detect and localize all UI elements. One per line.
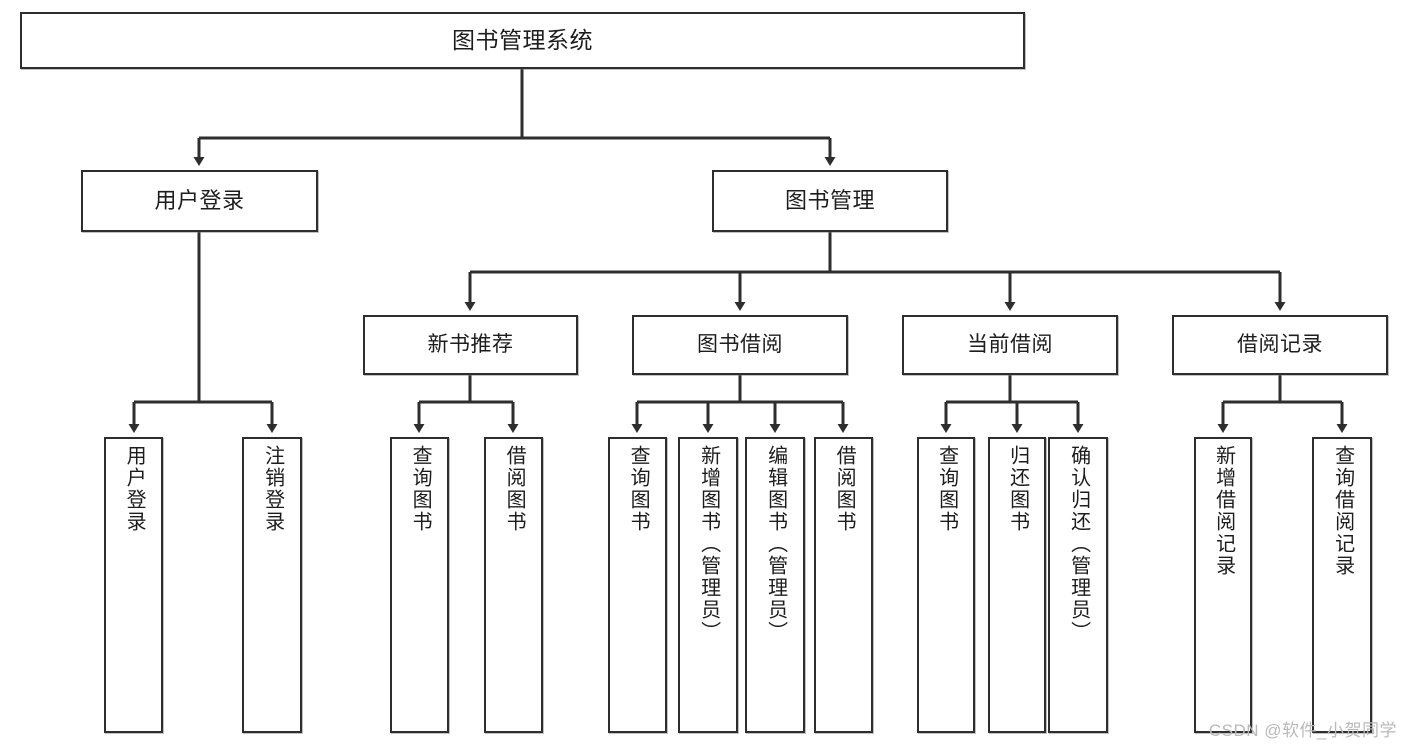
node-leaf-query-record[interactable]: 查询借阅记录: [1312, 437, 1372, 733]
node-book-manage[interactable]: 图书管理: [712, 170, 948, 232]
node-leaf-user-login[interactable]: 用户登录: [104, 437, 163, 733]
node-new-book-recommend[interactable]: 新书推荐: [363, 315, 578, 375]
node-root[interactable]: 图书管理系统: [20, 12, 1025, 69]
node-leaf-logout-label: 注销登录: [261, 445, 284, 533]
node-leaf-borrow-book-2-label: 借阅图书: [833, 445, 856, 533]
node-borrow-record[interactable]: 借阅记录: [1172, 315, 1388, 375]
node-leaf-return-book[interactable]: 归还图书: [988, 437, 1046, 733]
node-borrow-record-label: 借阅记录: [1237, 332, 1323, 356]
node-leaf-borrow-book-1[interactable]: 借阅图书: [484, 437, 543, 733]
node-leaf-query-book-1[interactable]: 查询图书: [390, 437, 449, 733]
node-leaf-user-login-label: 用户登录: [123, 445, 146, 533]
node-leaf-edit-book-label: 编辑图书（管理员）: [764, 445, 787, 643]
node-new-book-recommend-label: 新书推荐: [427, 332, 514, 356]
node-leaf-borrow-book-2[interactable]: 借阅图书: [814, 437, 873, 733]
node-leaf-logout[interactable]: 注销登录: [242, 437, 302, 733]
node-user-login[interactable]: 用户登录: [81, 170, 318, 232]
node-book-borrow[interactable]: 图书借阅: [632, 315, 848, 375]
watermark: CSDN @软件_小贺同学: [1208, 721, 1397, 740]
node-leaf-confirm-return-label: 确认归还（管理员）: [1067, 445, 1090, 643]
node-leaf-query-book-2[interactable]: 查询图书: [608, 437, 667, 733]
node-leaf-add-book[interactable]: 新增图书（管理员）: [678, 437, 738, 733]
node-leaf-confirm-return[interactable]: 确认归还（管理员）: [1048, 437, 1108, 733]
node-leaf-return-book-label: 归还图书: [1006, 445, 1029, 533]
node-leaf-query-book-2-label: 查询图书: [627, 445, 650, 533]
node-book-manage-label: 图书管理: [784, 188, 875, 214]
node-leaf-borrow-book-1-label: 借阅图书: [503, 445, 526, 533]
node-root-label: 图书管理系统: [452, 27, 593, 54]
node-leaf-query-book-3[interactable]: 查询图书: [917, 437, 975, 733]
node-user-login-label: 用户登录: [154, 188, 245, 214]
node-current-borrow[interactable]: 当前借阅: [902, 315, 1118, 375]
node-book-borrow-label: 图书借阅: [697, 332, 783, 356]
node-leaf-query-record-label: 查询借阅记录: [1331, 445, 1354, 577]
node-leaf-query-book-1-label: 查询图书: [409, 445, 432, 533]
node-current-borrow-label: 当前借阅: [967, 332, 1053, 356]
node-leaf-add-book-label: 新增图书（管理员）: [697, 445, 720, 643]
node-leaf-query-book-3-label: 查询图书: [935, 445, 958, 533]
node-leaf-edit-book[interactable]: 编辑图书（管理员）: [745, 437, 805, 733]
node-leaf-add-record[interactable]: 新增借阅记录: [1194, 437, 1252, 733]
node-leaf-add-record-label: 新增借阅记录: [1212, 445, 1235, 577]
